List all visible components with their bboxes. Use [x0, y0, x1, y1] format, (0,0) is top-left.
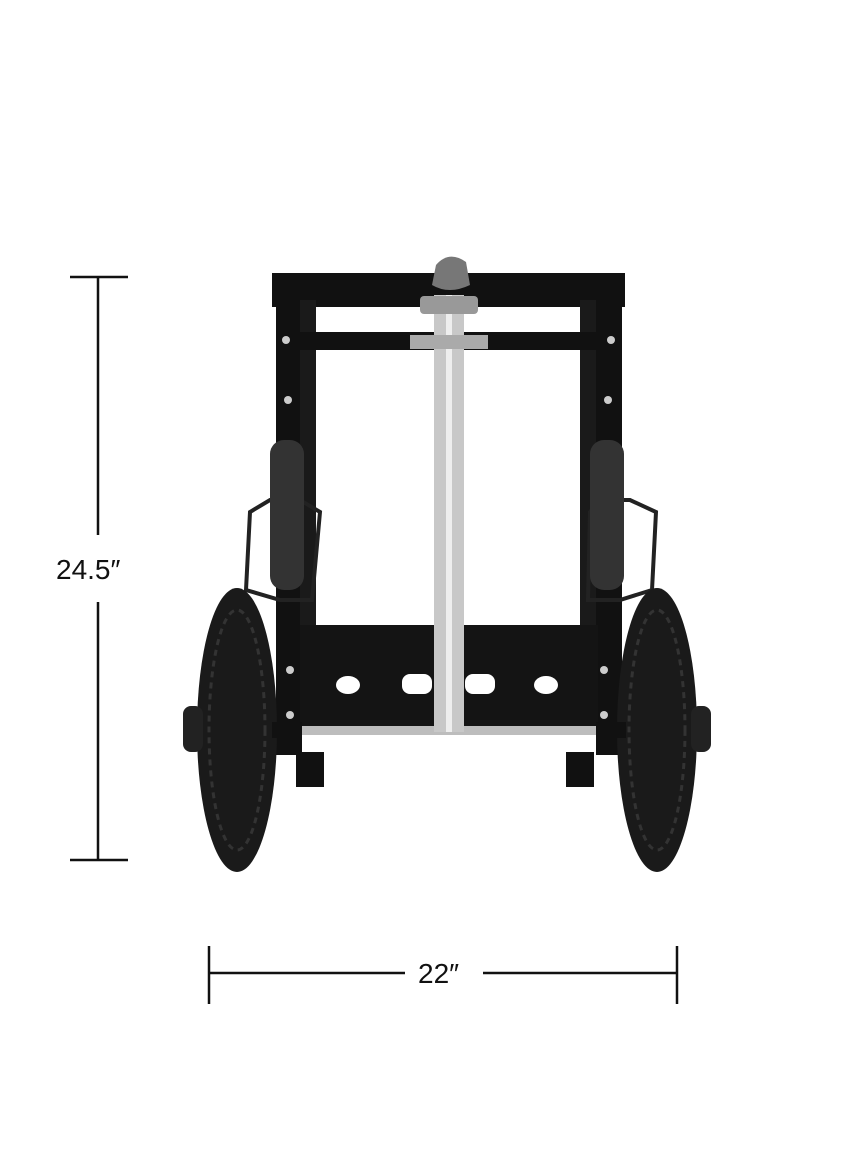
rod-knob [432, 256, 470, 290]
left-grip [270, 440, 304, 590]
height-dimension-line [70, 275, 128, 862]
right-grip [590, 440, 624, 590]
left-wheel [183, 588, 302, 872]
cart [183, 256, 711, 872]
left-foot [296, 752, 324, 787]
right-foot [566, 752, 594, 787]
right-wheel [596, 588, 711, 872]
height-label: 24.5″ [52, 553, 125, 587]
width-label: 22″ [414, 957, 464, 991]
width-dimension-line [207, 946, 679, 1004]
